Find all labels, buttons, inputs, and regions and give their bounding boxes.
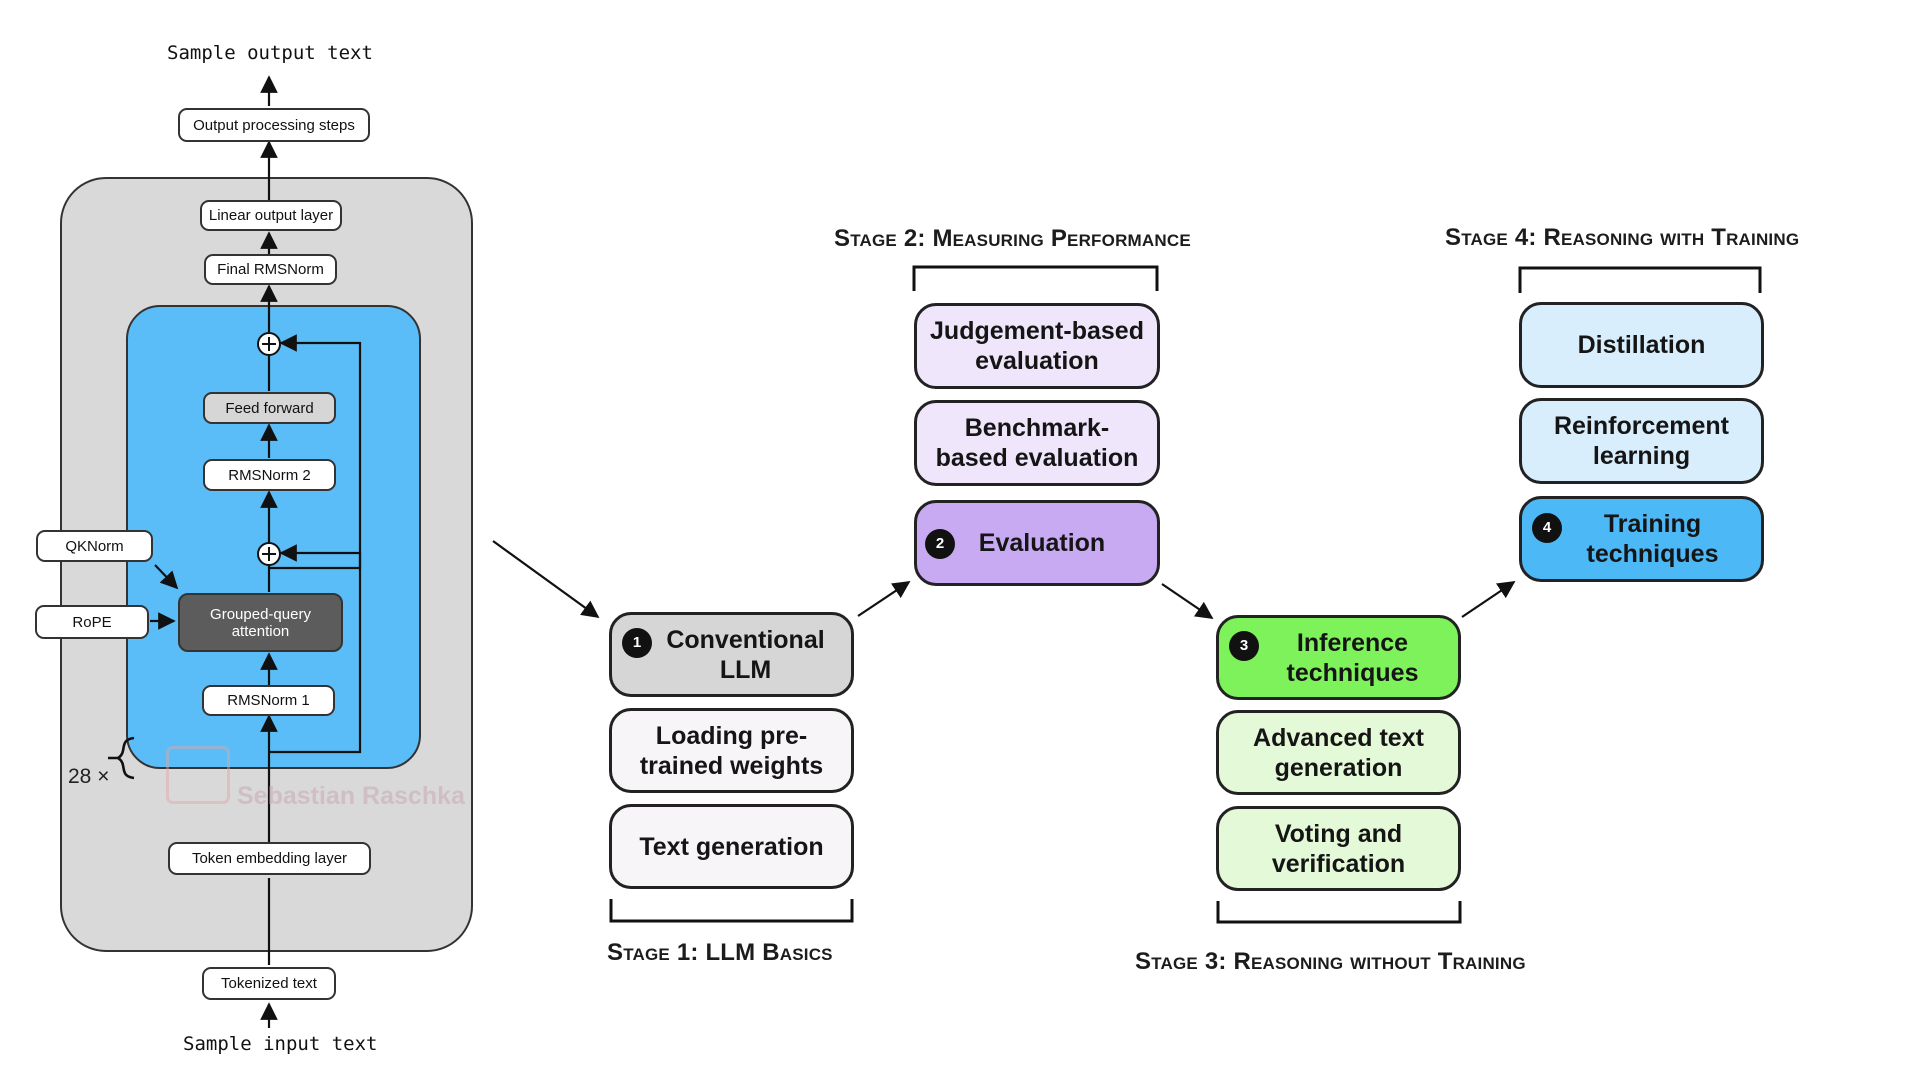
stage1-main-label: Conventional LLM	[666, 625, 825, 684]
stage3-item-voting: Voting and verification	[1216, 806, 1461, 891]
stage3-main-box: 3 Inference techniques	[1216, 615, 1461, 700]
input-text-label: Sample input text	[183, 1033, 378, 1055]
rmsnorm1-node: RMSNorm 1	[202, 685, 335, 716]
stage2-main-box: 2 Evaluation	[914, 500, 1160, 586]
stage1-badge: 1	[622, 628, 652, 658]
stage4-item-distillation-label: Distillation	[1577, 331, 1706, 359]
wire-stage1-to-stage2	[857, 581, 911, 617]
stage4-item-distillation: Distillation	[1519, 302, 1764, 388]
rope-node: RoPE	[35, 605, 149, 639]
output-processing-node: Output processing steps	[178, 108, 370, 142]
wire-stage2-to-stage3	[1161, 583, 1214, 619]
stage3-item-advanced: Advanced text generation	[1216, 710, 1461, 795]
stage4-title: Stage 4: Reasoning with Training	[1445, 224, 1800, 251]
stage4-main-box: 4 Training techniques	[1519, 496, 1764, 582]
stage2-item-judgement: Judgement-based evaluation	[914, 303, 1160, 389]
stage1-item-weights: Loading pre-trained weights	[609, 708, 854, 793]
rmsnorm2-node: RMSNorm 2	[203, 459, 336, 491]
stage2-item-benchmark: Benchmark-based evaluation	[914, 400, 1160, 486]
stage1-item-weights-label: Loading pre-trained weights	[639, 721, 824, 780]
stage1-item-generation-label: Text generation	[639, 832, 824, 861]
output-text-label: Sample output text	[167, 42, 373, 64]
stage2-item-benchmark-label: Benchmark-based evaluation	[935, 414, 1139, 472]
wire-architecture-to-stage1	[492, 540, 600, 619]
wire-stage3-to-stage4	[1461, 581, 1516, 618]
stage3-item-advanced-label: Advanced text generation	[1253, 723, 1424, 782]
feed-forward-node: Feed forward	[203, 392, 336, 424]
stage3-badge: 3	[1229, 631, 1259, 661]
stage1-item-generation: Text generation	[609, 804, 854, 889]
stage2-badge: 2	[925, 529, 955, 559]
stage3-main-label: Inference techniques	[1286, 628, 1419, 687]
stage3-item-voting-label: Voting and verification	[1271, 819, 1406, 878]
stage2-main-label: Evaluation	[978, 529, 1106, 557]
stage2-item-judgement-label: Judgement-based evaluation	[930, 317, 1144, 375]
stage1-title: Stage 1: LLM Basics	[607, 939, 833, 966]
stage4-bracket	[1518, 266, 1762, 293]
stage2-bracket	[912, 265, 1159, 291]
stage3-bracket	[1216, 901, 1462, 924]
watermark-logo-icon	[166, 746, 230, 804]
stage1-main-box: 1 Conventional LLM	[609, 612, 854, 697]
attention-node: Grouped-query attention	[178, 593, 343, 652]
stage1-bracket	[609, 899, 854, 923]
stage2-title: Stage 2: Measuring Performance	[834, 225, 1191, 252]
linear-output-node: Linear output layer	[200, 200, 342, 231]
repeat-multiplier: 28 ×	[68, 765, 110, 788]
watermark-text: Sebastian Raschka	[237, 782, 465, 810]
stage4-item-rl-label: Reinforcement learning	[1553, 412, 1730, 470]
stage4-badge: 4	[1532, 513, 1562, 543]
stage4-main-label: Training techniques	[1586, 510, 1719, 568]
qknorm-node: QKNorm	[36, 530, 153, 562]
final-rmsnorm-node: Final RMSNorm	[204, 254, 337, 285]
stage4-item-rl: Reinforcement learning	[1519, 398, 1764, 484]
stage3-title: Stage 3: Reasoning without Training	[1135, 948, 1526, 975]
tokenized-text-node: Tokenized text	[202, 967, 336, 1000]
token-embedding-node: Token embedding layer	[168, 842, 371, 875]
